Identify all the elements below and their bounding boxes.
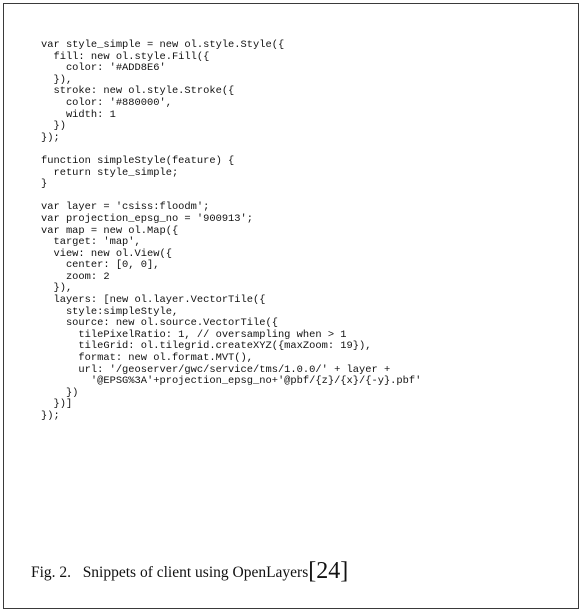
code-line: style:simpleStyle, [41, 305, 179, 318]
code-line: }); [41, 131, 60, 144]
code-line: }) [41, 120, 66, 133]
code-line: }), [41, 282, 73, 295]
code-line: var map = new ol.Map({ [41, 224, 179, 237]
figure-caption: Fig. 2. Snippets of client using OpenLay… [31, 557, 348, 584]
code-line: '@EPSG%3A'+projection_epsg_no+'@pbf/{z}/… [41, 375, 422, 388]
code-line: format: new ol.format.MVT(), [41, 352, 254, 365]
figure-frame: var style_simple = new ol.style.Style({ … [3, 3, 579, 609]
code-line: view: new ol.View({ [41, 247, 172, 260]
code-line: fill: new ol.style.Fill({ [41, 50, 210, 63]
code-line: tileGrid: ol.tilegrid.createXYZ({maxZoom… [41, 340, 372, 353]
code-line: })] [41, 398, 73, 411]
code-line: var style_simple = new ol.style.Style({ [41, 39, 285, 51]
code-line: color: '#ADD8E6' [41, 62, 166, 75]
code-line: }) [41, 386, 79, 399]
code-line: source: new ol.source.VectorTile({ [41, 317, 278, 330]
code-line: function simpleStyle(feature) { [41, 154, 235, 167]
code-line: return style_simple; [41, 166, 179, 179]
code-line: target: 'map', [41, 236, 141, 249]
code-line: center: [0, 0], [41, 259, 160, 272]
code-line: color: '#880000', [41, 96, 172, 109]
code-line: stroke: new ol.style.Stroke({ [41, 85, 235, 98]
caption-citation: [24] [308, 558, 349, 584]
code-line: }); [41, 410, 60, 422]
code-line: var layer = 'csiss:floodm'; [41, 201, 210, 214]
code-line: url: '/geoserver/gwc/service/tms/1.0.0/'… [41, 363, 391, 376]
code-line: } [41, 178, 48, 191]
code-line: var projection_epsg_no = '900913'; [41, 212, 254, 225]
code-line: tilePixelRatio: 1, // oversampling when … [41, 328, 347, 341]
code-line: layers: [new ol.layer.VectorTile({ [41, 294, 266, 307]
code-line: width: 1 [41, 108, 116, 121]
code-line: zoom: 2 [41, 270, 110, 283]
code-snippet: var style_simple = new ol.style.Style({ … [41, 39, 570, 423]
code-line: }), [41, 73, 73, 86]
caption-text: Snippets of client using OpenLayers [82, 564, 309, 581]
caption-label: Fig. 2. [31, 564, 72, 581]
